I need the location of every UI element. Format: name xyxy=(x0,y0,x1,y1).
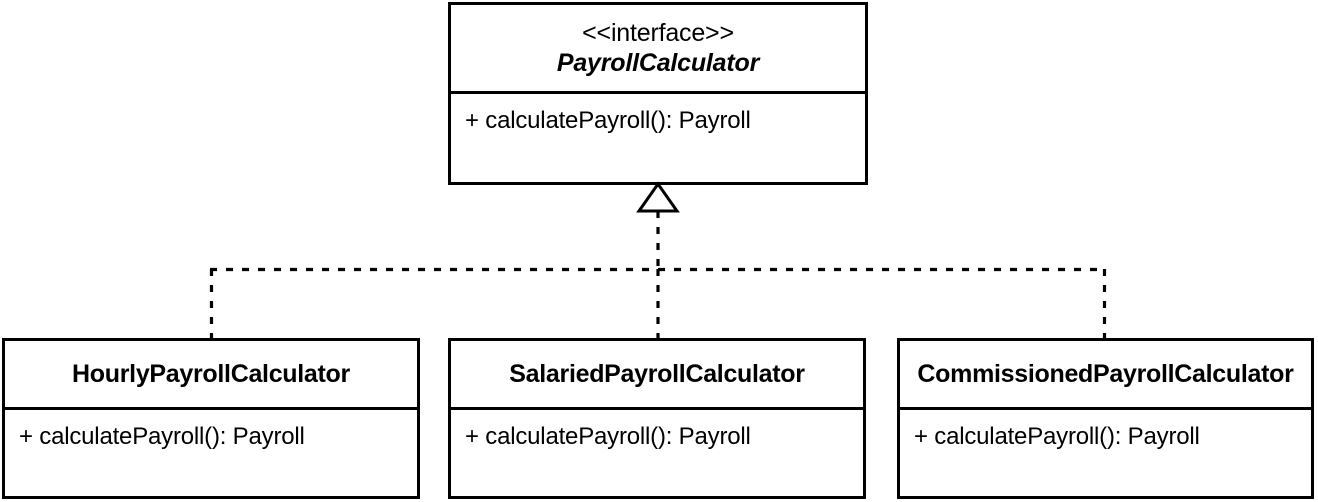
class-box-header: HourlyPayrollCalculator xyxy=(5,341,417,410)
member-row: + calculatePayroll(): Payroll xyxy=(465,423,751,450)
member-row: + calculatePayroll(): Payroll xyxy=(465,107,751,134)
class-box-header: <<interface>> PayrollCalculator xyxy=(451,5,865,94)
class-box-members: + calculatePayroll(): Payroll xyxy=(900,410,1311,496)
class-box-header: SalariedPayrollCalculator xyxy=(451,341,863,410)
class-name-label: HourlyPayrollCalculator xyxy=(72,360,350,388)
class-box-members: + calculatePayroll(): Payroll xyxy=(451,94,865,182)
class-box-payrollcalculator[interactable]: <<interface>> PayrollCalculator + calcul… xyxy=(448,2,868,185)
class-box-members: + calculatePayroll(): Payroll xyxy=(451,410,863,496)
class-name-label: CommissionedPayrollCalculator xyxy=(917,360,1294,388)
interface-name-label: PayrollCalculator xyxy=(556,49,760,77)
member-row: + calculatePayroll(): Payroll xyxy=(914,423,1200,450)
class-name-label: SalariedPayrollCalculator xyxy=(509,360,805,388)
class-box-hourlypayrollcalculator[interactable]: HourlyPayrollCalculator + calculatePayro… xyxy=(2,338,420,499)
member-row: + calculatePayroll(): Payroll xyxy=(19,423,305,450)
class-box-header: CommissionedPayrollCalculator xyxy=(900,341,1311,410)
hollow-triangle-arrowhead-icon xyxy=(636,181,680,213)
class-box-salariedpayrollcalculator[interactable]: SalariedPayrollCalculator + calculatePay… xyxy=(448,338,866,499)
class-box-commissionedpayrollcalculator[interactable]: CommissionedPayrollCalculator + calculat… xyxy=(897,338,1314,499)
class-box-members: + calculatePayroll(): Payroll xyxy=(5,410,417,496)
interface-stereotype-label: <<interface>> xyxy=(582,18,734,47)
